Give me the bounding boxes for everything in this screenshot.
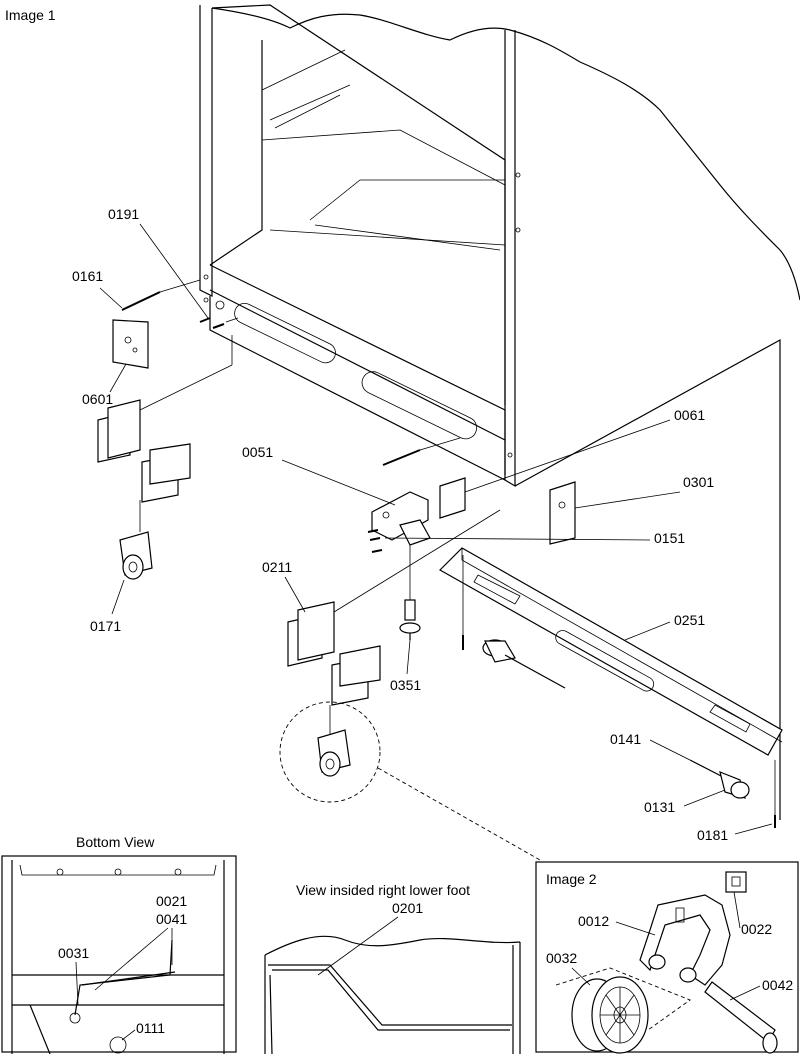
bottom-view-title: Bottom View (76, 834, 155, 850)
front-caster-assembly (279, 509, 541, 861)
label-0061: 0061 (674, 407, 705, 423)
image2-inset: Image 2 0012 0022 0032 0042 (535, 861, 799, 1054)
label-0151: 0151 (654, 530, 685, 546)
label-0251: 0251 (674, 612, 705, 628)
label-0201: 0201 (392, 900, 423, 916)
label-0191: 0191 (108, 206, 139, 222)
label-0042: 0042 (762, 977, 793, 993)
label-0012: 0012 (578, 913, 609, 929)
image1-title: Image 1 (5, 7, 56, 23)
inside-foot-inset: View insided right lower foot 0201 (264, 882, 521, 1054)
image2-title: Image 2 (546, 871, 597, 887)
bottom-rail-assembly (439, 547, 783, 828)
label-0021: 0021 (156, 893, 187, 909)
label-0181: 0181 (697, 827, 728, 843)
left-bracket-assembly (97, 279, 239, 580)
bottom-view-inset: Bottom View 0021 0041 0031 0111 (1, 834, 237, 1054)
label-0041: 0041 (156, 911, 187, 927)
label-0032: 0032 (546, 950, 577, 966)
right-leveler-assembly (367, 437, 576, 640)
cabinet-body (199, 4, 800, 820)
label-0301: 0301 (683, 474, 714, 490)
label-0601: 0601 (82, 391, 113, 407)
label-0051: 0051 (242, 444, 273, 460)
label-0031: 0031 (58, 945, 89, 961)
label-0171: 0171 (90, 618, 121, 634)
label-0141: 0141 (610, 731, 641, 747)
image1-callouts: 0191 0161 0601 0171 0051 0061 0301 0151 … (72, 206, 773, 843)
inside-foot-title: View insided right lower foot (296, 882, 470, 898)
label-0131: 0131 (644, 799, 675, 815)
label-0211: 0211 (262, 559, 292, 575)
label-0022: 0022 (741, 921, 772, 937)
label-0111: 0111 (136, 1020, 165, 1036)
label-0161: 0161 (72, 268, 103, 284)
label-0351: 0351 (390, 677, 421, 693)
